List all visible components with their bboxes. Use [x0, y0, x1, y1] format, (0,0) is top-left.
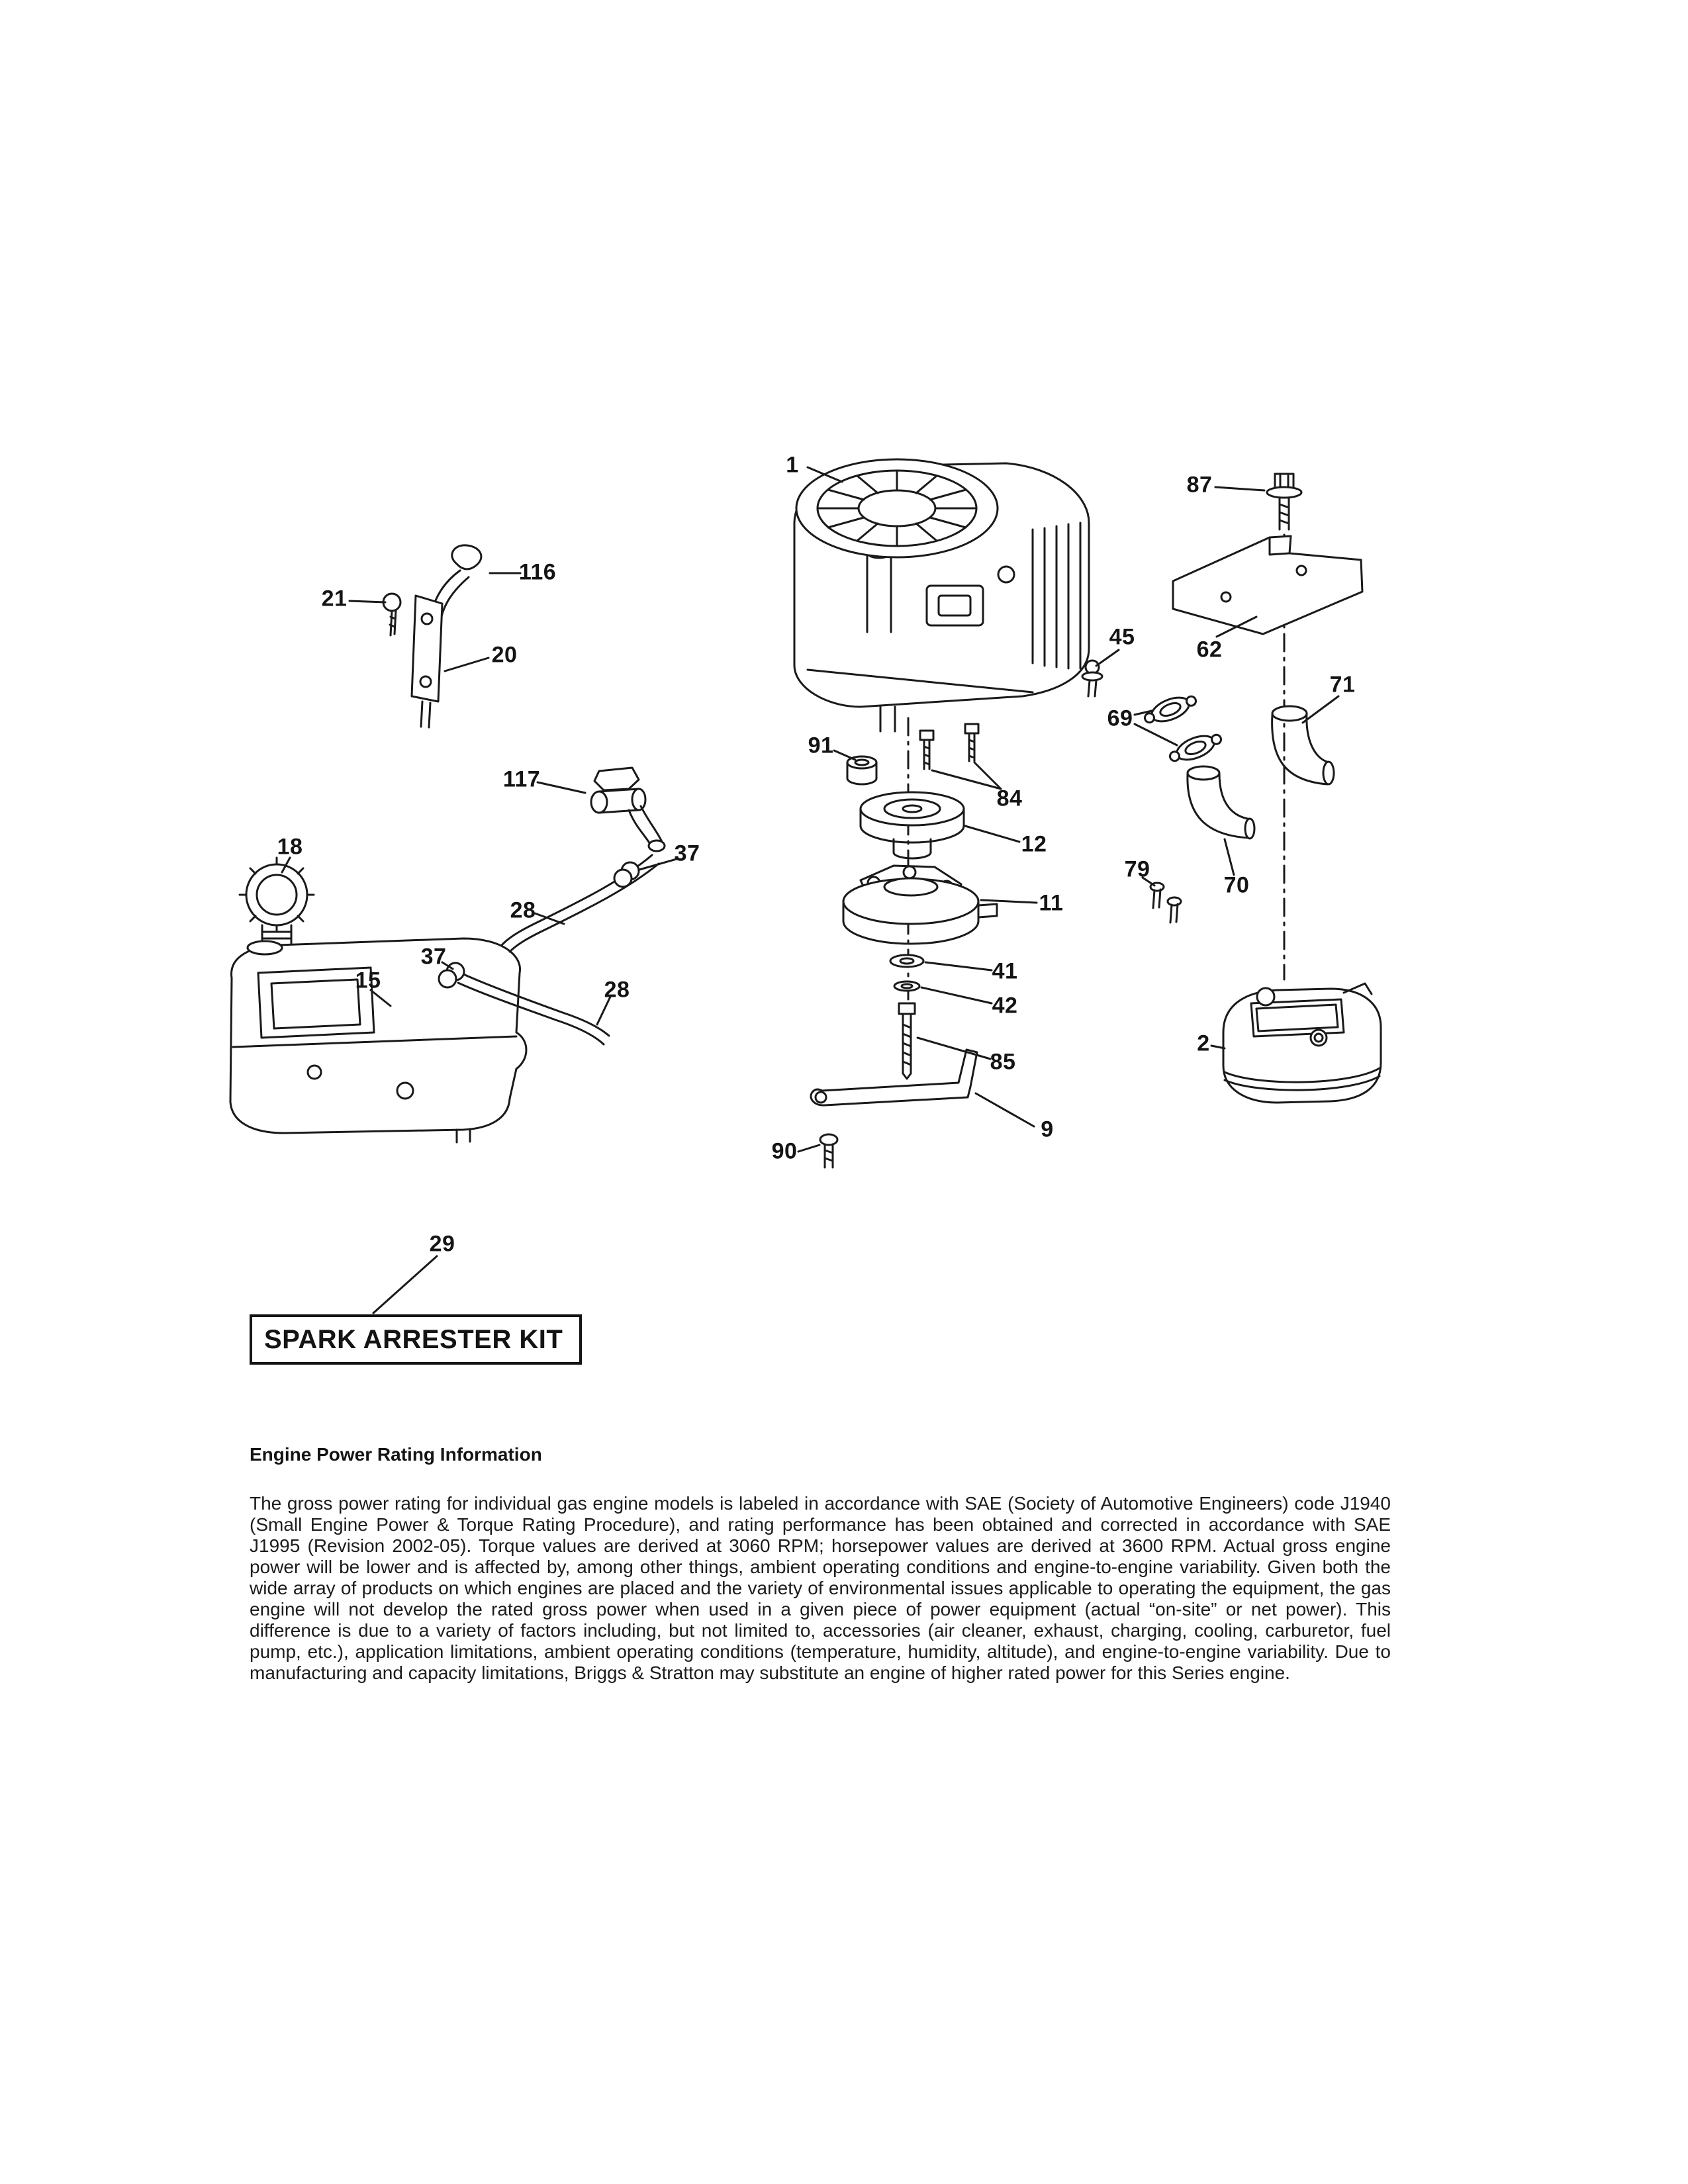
info-paragraph: The gross power rating for individual ga… — [250, 1493, 1391, 1683]
spark-arrester-kit-box: SPARK ARRESTER KIT — [250, 1314, 582, 1365]
clutch-stack-illustration — [810, 723, 998, 1169]
exhaust-illustration — [1081, 473, 1382, 1104]
throttle-control-illustration — [382, 544, 483, 729]
parts-diagram — [229, 458, 1382, 1314]
fuel-cap-illustration — [238, 856, 315, 958]
fuel-line-illustrations — [438, 854, 660, 1046]
leader-lines — [281, 466, 1340, 1314]
fuel-tank-illustration — [229, 937, 528, 1144]
info-heading: Engine Power Rating Information — [250, 1444, 542, 1465]
engine-power-info-section: Engine Power Rating Information The gros… — [250, 1444, 1391, 1684]
engine-illustration — [793, 458, 1090, 733]
fuel-valve-illustration — [590, 766, 666, 852]
spark-arrester-kit-label: SPARK ARRESTER KIT — [264, 1324, 563, 1354]
